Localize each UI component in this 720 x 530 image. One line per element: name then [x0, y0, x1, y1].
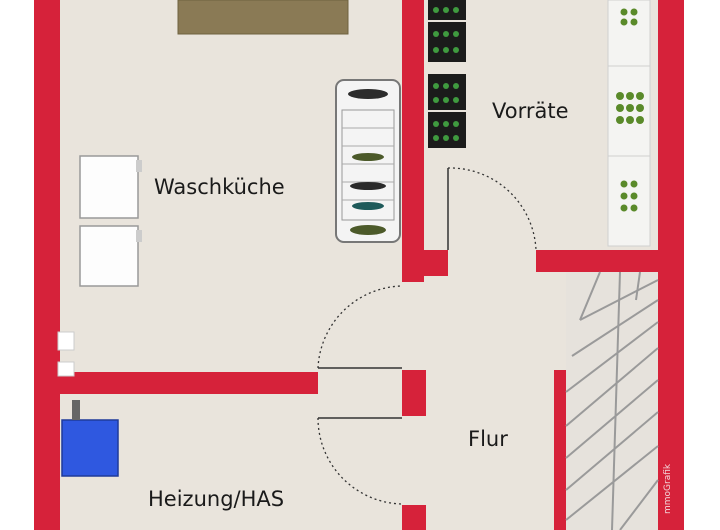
washing-machine-icon: [79, 155, 142, 219]
label-heizung: Heizung/HAS: [148, 487, 284, 511]
walls: [34, 0, 684, 530]
vent-box-lower: [57, 361, 75, 377]
stair-area: [566, 272, 658, 530]
label-flur: Flur: [468, 427, 508, 451]
label-waschkueche: Waschküche: [154, 175, 285, 199]
bottle-crate-icon: [428, 0, 466, 148]
rug-icon: [178, 0, 348, 34]
boiler-icon: [61, 400, 119, 477]
label-vorraete: Vorräte: [492, 99, 569, 123]
credit-text: mmoGrafik: [663, 463, 673, 514]
storage-shelf-icon: [607, 0, 651, 247]
dryer-icon: [79, 225, 142, 287]
vent-box-upper: [57, 331, 75, 351]
door-icon: [317, 167, 537, 505]
staircase-icon: [565, 271, 659, 530]
shoe-rack-icon: [335, 79, 401, 243]
